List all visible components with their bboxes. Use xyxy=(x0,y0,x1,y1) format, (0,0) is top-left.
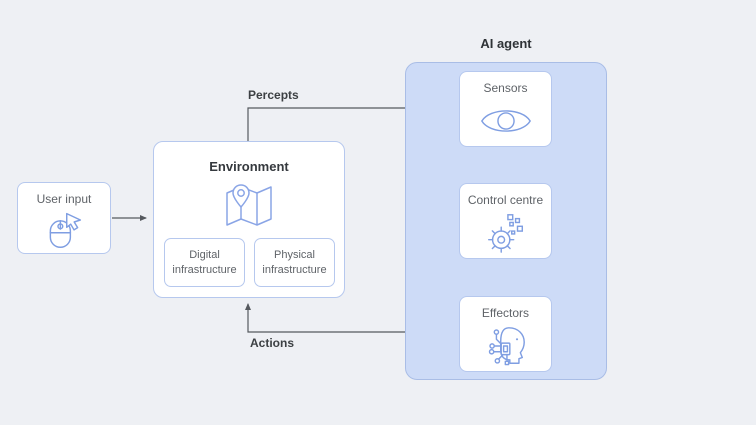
node-control-centre: Control centre xyxy=(459,183,552,259)
digital-infrastructure-label: Digital infrastructure xyxy=(172,249,237,276)
gear-pixels-icon xyxy=(460,207,551,258)
user-input-label: User input xyxy=(36,192,92,206)
node-physical-infrastructure: Physical infrastructure xyxy=(254,238,335,287)
physical-infrastructure-label: Physical infrastructure xyxy=(262,249,327,276)
environment-title: Environment xyxy=(209,159,289,174)
sensors-label: Sensors xyxy=(483,81,528,95)
map-icon xyxy=(154,178,344,234)
ai-agent-title: AI agent xyxy=(480,36,532,51)
head-circuit-icon xyxy=(460,320,551,371)
eye-icon xyxy=(460,95,551,146)
mouse-cursor-icon xyxy=(18,206,110,253)
percepts-label: Percepts xyxy=(248,88,299,102)
node-effectors: Effectors xyxy=(459,296,552,372)
node-environment: Environment Digital infrastructure Physi… xyxy=(153,141,345,298)
control-centre-label: Control centre xyxy=(467,193,544,207)
effectors-label: Effectors xyxy=(481,306,530,320)
actions-label: Actions xyxy=(250,336,295,350)
node-sensors: Sensors xyxy=(459,71,552,147)
node-user-input: User input xyxy=(17,182,111,254)
node-digital-infrastructure: Digital infrastructure xyxy=(164,238,245,287)
